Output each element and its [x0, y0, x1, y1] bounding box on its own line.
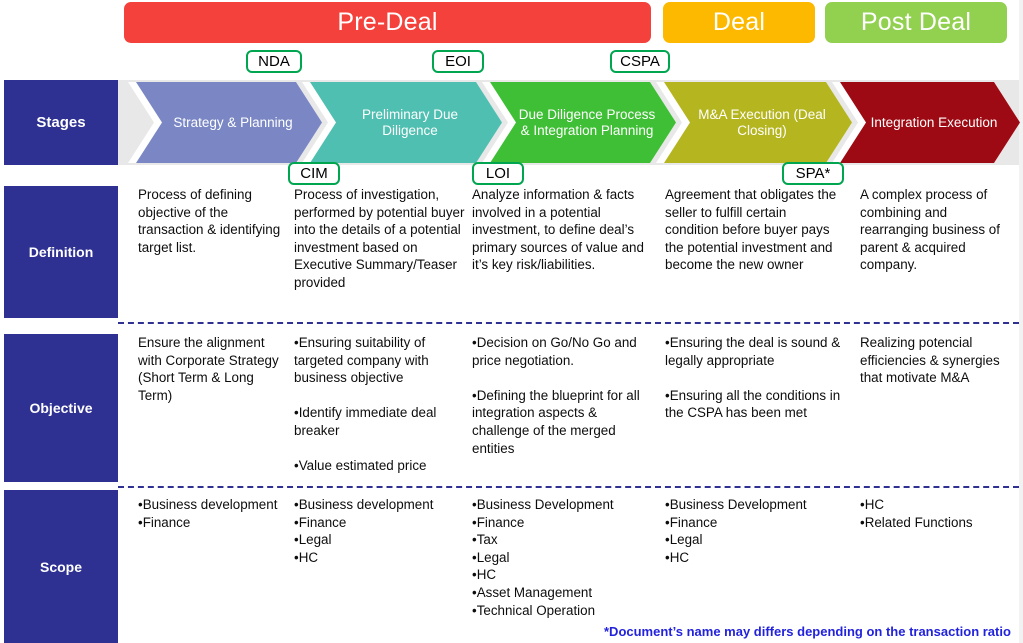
cell-bullet: •Ensuring the deal is sound & legally ap…: [665, 335, 841, 368]
cell-bullet: •Legal: [665, 532, 703, 548]
cell-bullet: Ensure the alignment with Corporate Stra…: [138, 335, 279, 403]
cell-definition-col5: A complex process of combining and rearr…: [860, 186, 1010, 274]
cell-objective-col2: •Ensuring suitability of targeted compan…: [294, 334, 466, 475]
stages-row-label: Stages: [4, 80, 118, 165]
cell-bullet: •Value estimated price: [294, 458, 427, 474]
stages-row-label-text: Stages: [36, 114, 86, 131]
cell-definition-col4: Agreement that obligates the seller to f…: [665, 186, 843, 274]
row-label-scope: Scope: [4, 490, 118, 643]
document-badge-label: CSPA: [620, 53, 660, 70]
cell-bullet: •HC: [294, 549, 319, 565]
cell-scope-col4: •Business Development •Finance •Legal•HC: [665, 496, 843, 566]
row-label-text: Definition: [28, 244, 94, 260]
cell-bullet: •Business Development: [665, 497, 807, 512]
cell-bullet: •Business development: [138, 497, 278, 512]
phase-pill-label: Deal: [712, 8, 766, 36]
cell-paragraph: Process of investigation, performed by p…: [294, 187, 465, 290]
document-badge-label: EOI: [445, 53, 471, 70]
phase-pill-deal[interactable]: Deal: [663, 2, 815, 43]
document-badge-eoi[interactable]: EOI: [432, 50, 484, 73]
cell-paragraph: Analyze information & facts involved in …: [472, 187, 644, 273]
stage-chevron-1[interactable]: Strategy & Planning: [136, 82, 322, 163]
cell-spacer: [472, 369, 652, 387]
cell-bullet: •Business Development: [472, 497, 614, 512]
stage-chevron-label: Preliminary Due Diligence: [361, 107, 459, 138]
document-badge-label: NDA: [258, 53, 290, 70]
document-badge-label: CIM: [300, 165, 328, 182]
cell-objective-col5: Realizing potencial efficiencies & syner…: [860, 334, 1010, 387]
cell-bullet: •Finance: [138, 514, 191, 530]
cell-spacer: [294, 387, 466, 405]
page-right-edge: [1019, 0, 1023, 643]
cell-bullet: •Business development: [294, 497, 434, 512]
document-badge-nda[interactable]: NDA: [246, 50, 302, 73]
cell-spacer: [665, 369, 843, 387]
cell-objective-col4: •Ensuring the deal is sound & legally ap…: [665, 334, 843, 422]
document-badge-loi[interactable]: LOI: [472, 162, 524, 185]
cell-bullet: •Finance: [665, 514, 718, 530]
phase-band: Pre-Deal Deal Post Deal: [0, 0, 1023, 45]
cell-bullet: •Ensuring all the conditions in the CSPA…: [665, 387, 841, 421]
cell-definition-col3: Analyze information & facts involved in …: [472, 186, 652, 274]
cell-bullet: •Ensuring suitability of targeted compan…: [294, 335, 429, 386]
cell-bullet: •Finance: [472, 514, 525, 530]
stage-chevron-label: M&A Execution (Deal Closing): [698, 107, 826, 138]
stage-chevron-4[interactable]: M&A Execution (Deal Closing): [664, 82, 852, 163]
cell-bullet: •Defining the blueprint for all integrat…: [472, 387, 640, 456]
cell-bullet: •Related Functions: [860, 514, 973, 530]
document-badge-label: LOI: [485, 165, 511, 182]
cell-bullet: •Technical Operation: [472, 602, 596, 618]
document-badge-cspa[interactable]: CSPA: [610, 50, 670, 73]
row-label-definition: Definition: [4, 186, 118, 318]
cell-bullet: •HC: [665, 549, 690, 565]
stage-chevron-5[interactable]: Integration Execution: [840, 82, 1020, 163]
stage-chevron-label: Strategy & Planning: [173, 114, 293, 130]
document-badge-cim[interactable]: CIM: [288, 162, 340, 185]
phase-pill-post-deal[interactable]: Post Deal: [825, 2, 1007, 43]
row-separator-1: [118, 322, 1019, 324]
stage-chevron-2[interactable]: Preliminary Due Diligence: [310, 82, 502, 163]
phase-pill-pre-deal[interactable]: Pre-Deal: [124, 2, 651, 43]
stage-chevron-label: Integration Execution: [870, 114, 998, 130]
document-badge-label: SPA*: [795, 165, 831, 182]
document-badge-spa[interactable]: SPA*: [782, 162, 844, 185]
cell-paragraph: Process of defining objective of the tra…: [138, 187, 281, 255]
row-label-text: Scope: [39, 558, 82, 575]
cell-paragraph: A complex process of combining and rearr…: [860, 187, 1000, 273]
cell-definition-col2: Process of investigation, performed by p…: [294, 186, 466, 292]
cell-bullet: •Legal: [472, 549, 510, 565]
cell-scope-col2: •Business development •Finance •Legal•HC: [294, 496, 466, 566]
stage-chevron-3[interactable]: Due Diligence Process & Integration Plan…: [490, 82, 676, 163]
cell-bullet: •Tax: [472, 532, 498, 548]
stage-chevron-label: Due Diligence Process & Integration Plan…: [518, 107, 656, 138]
row-separator-2: [118, 486, 1019, 488]
cell-paragraph: Agreement that obligates the seller to f…: [665, 187, 837, 273]
phase-pill-label: Post Deal: [860, 8, 972, 36]
row-label-text: Objective: [29, 400, 93, 416]
cell-spacer: [294, 440, 466, 458]
cell-objective-col3: •Decision on Go/No Go and price negotiat…: [472, 334, 652, 457]
cell-scope-col1: •Business development •Finance: [138, 496, 288, 531]
cell-scope-col3: •Business Development •Finance •Tax•Legal •…: [472, 496, 652, 619]
phase-pill-label: Pre-Deal: [337, 8, 438, 36]
cell-bullet: •Legal: [294, 532, 332, 548]
cell-scope-col5: •HC •Related Functions: [860, 496, 1010, 531]
cell-bullet: •Finance: [294, 514, 347, 530]
cell-bullet: Realizing potencial efficiencies & syner…: [860, 335, 1000, 386]
cell-bullet: •Identify immediate deal breaker: [294, 405, 437, 438]
cell-bullet: •HC: [472, 567, 497, 583]
cell-bullet: •Asset Management: [472, 584, 593, 600]
cell-bullet: •Decision on Go/No Go and price negotiat…: [472, 335, 637, 368]
cell-objective-col1: Ensure the alignment with Corporate Stra…: [138, 334, 288, 404]
cell-bullet: •HC: [860, 497, 885, 512]
cell-definition-col1: Process of defining objective of the tra…: [138, 186, 288, 256]
row-label-objective: Objective: [4, 334, 118, 482]
footnote-text: *Document’s name may differs depending o…: [604, 624, 1011, 639]
